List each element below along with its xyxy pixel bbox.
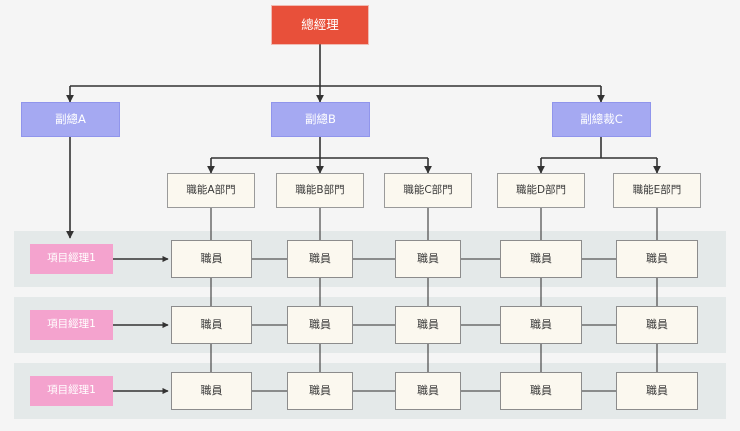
node-label: 職員 <box>530 317 552 331</box>
node-staff-r3-c4[interactable]: 職員 <box>500 372 582 410</box>
node-project-manager-3[interactable]: 項目經理1 <box>30 376 113 406</box>
node-staff-r3-c3[interactable]: 職員 <box>395 372 461 410</box>
node-staff-r1-c4[interactable]: 職員 <box>500 240 582 278</box>
node-label: 職員 <box>417 317 439 331</box>
node-label: 副總裁C <box>580 112 623 127</box>
node-label: 職員 <box>309 251 331 265</box>
node-label: 職員 <box>530 383 552 397</box>
node-vp-b[interactable]: 副總B <box>271 102 370 137</box>
node-label: 項目經理1 <box>47 318 96 331</box>
node-dept-c[interactable]: 職能C部門 <box>384 173 472 208</box>
node-label: 職員 <box>200 383 223 397</box>
node-label: 職員 <box>417 251 439 265</box>
node-label: 職能C部門 <box>403 183 453 196</box>
node-dept-b[interactable]: 職能B部門 <box>276 173 364 208</box>
node-staff-r1-c5[interactable]: 職員 <box>616 240 698 278</box>
node-label: 職員 <box>200 317 223 331</box>
node-dept-a[interactable]: 職能A部門 <box>167 173 255 208</box>
node-project-manager-2[interactable]: 項目經理1 <box>30 310 113 340</box>
node-label: 職員 <box>530 251 552 265</box>
node-staff-r3-c2[interactable]: 職員 <box>287 372 353 410</box>
node-vp-c[interactable]: 副總裁C <box>552 102 651 137</box>
node-dept-e[interactable]: 職能E部門 <box>613 173 701 208</box>
wire-dept-columns <box>210 208 658 372</box>
node-label: 職員 <box>200 251 223 265</box>
node-staff-r3-c1[interactable]: 職員 <box>171 372 252 410</box>
node-label: 職能E部門 <box>632 183 682 196</box>
node-staff-r2-c4[interactable]: 職員 <box>500 306 582 344</box>
node-label: 職員 <box>417 383 439 397</box>
node-staff-r1-c1[interactable]: 職員 <box>171 240 252 278</box>
node-label: 職員 <box>309 317 331 331</box>
node-label: 職能A部門 <box>186 183 236 196</box>
node-staff-r1-c2[interactable]: 職員 <box>287 240 353 278</box>
node-staff-r2-c2[interactable]: 職員 <box>287 306 353 344</box>
wire-staff-links <box>252 258 616 392</box>
node-staff-r3-c5[interactable]: 職員 <box>616 372 698 410</box>
node-general-manager[interactable]: 總經理 <box>272 6 368 44</box>
node-staff-r2-c1[interactable]: 職員 <box>171 306 252 344</box>
node-label: 副總B <box>305 112 336 127</box>
node-label: 職員 <box>646 317 668 331</box>
node-dept-d[interactable]: 職能D部門 <box>497 173 585 208</box>
node-label: 職員 <box>646 383 668 397</box>
node-staff-r2-c3[interactable]: 職員 <box>395 306 461 344</box>
node-project-manager-1[interactable]: 項目經理1 <box>30 244 113 274</box>
node-label: 項目經理1 <box>47 252 96 265</box>
node-staff-r1-c3[interactable]: 職員 <box>395 240 461 278</box>
node-label: 項目經理1 <box>47 384 96 397</box>
node-vp-a[interactable]: 副總A <box>21 102 120 137</box>
node-label: 職能B部門 <box>295 183 345 196</box>
node-label: 職員 <box>309 383 331 397</box>
node-staff-r2-c5[interactable]: 職員 <box>616 306 698 344</box>
node-label: 職員 <box>646 251 668 265</box>
node-label: 總經理 <box>301 17 339 33</box>
node-label: 副總A <box>55 112 86 127</box>
node-label: 職能D部門 <box>515 183 567 196</box>
